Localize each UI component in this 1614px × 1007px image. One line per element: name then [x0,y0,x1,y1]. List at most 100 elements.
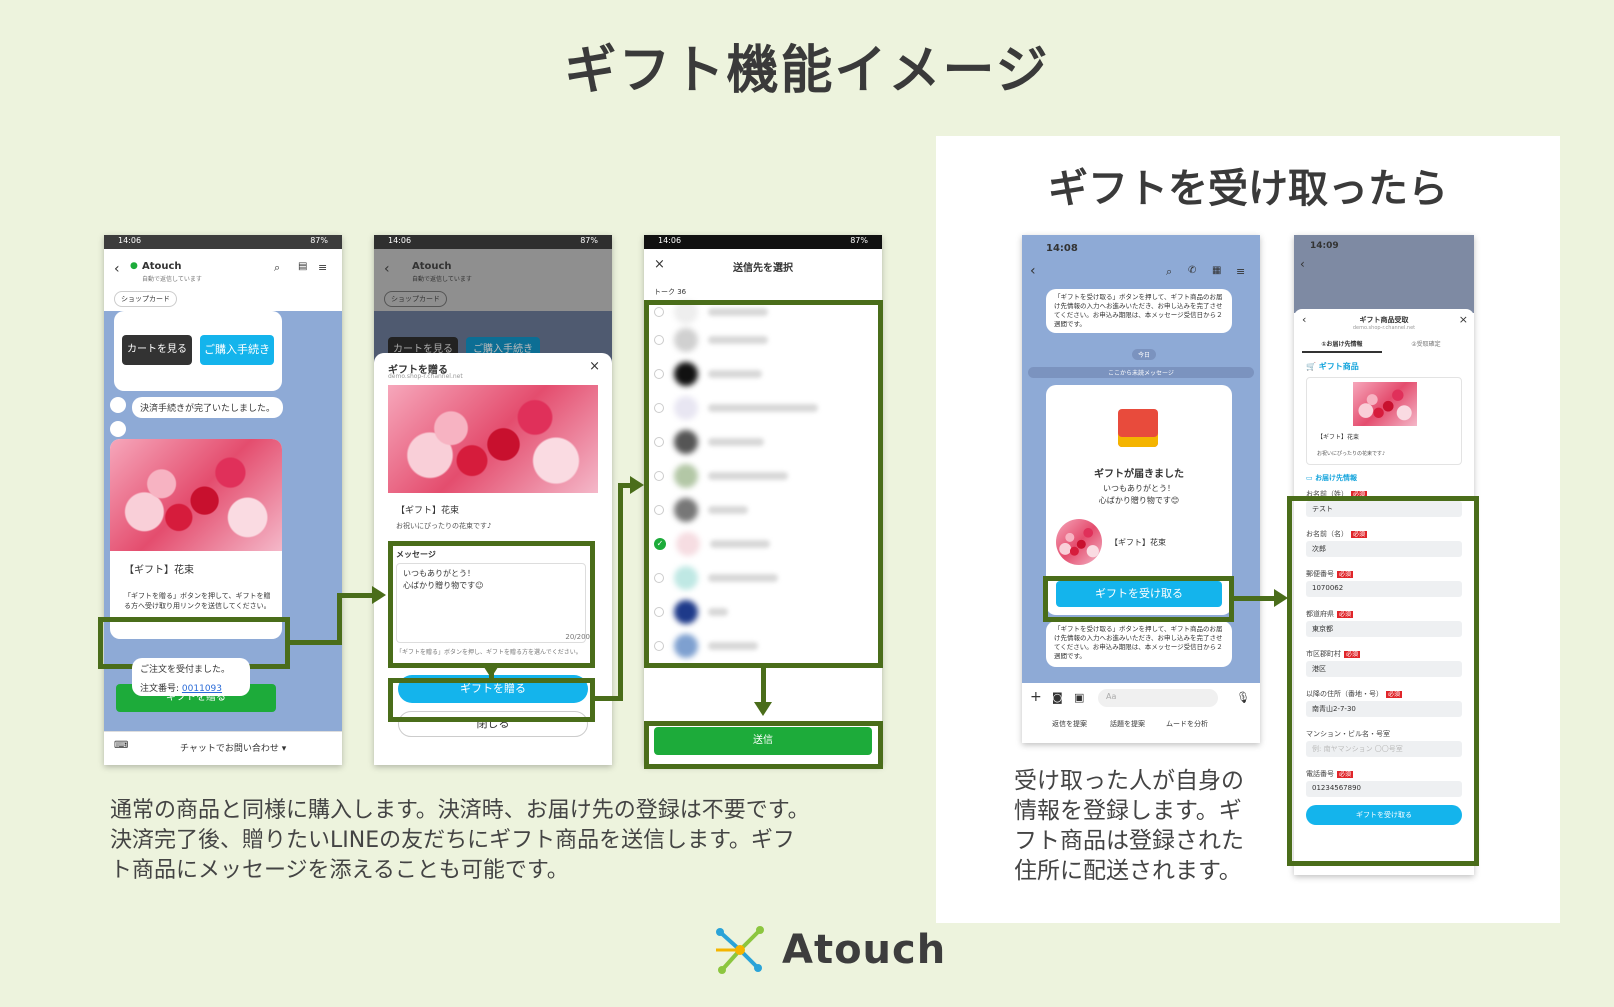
close-icon[interactable]: × [1458,313,1468,326]
send-button[interactable]: 送信 [654,727,872,755]
back-icon[interactable]: ‹ [114,261,120,277]
menu-icon[interactable]: ≡ [1236,265,1246,278]
gift-card: ギフトが届きました いつもありがとう！ 心ばかり贈り物です😊 【ギフト】花束 ギ… [1046,385,1232,615]
form-field-input[interactable]: 南青山2-7-30 [1306,701,1462,717]
recipient-row[interactable] [654,600,872,624]
flow-arrow [595,696,623,701]
checkout-button[interactable]: ご購入手続き [200,335,274,365]
modal-subtitle: demo.shop-r.channel.net [388,373,463,380]
phone-screen-gift-received: 14:08 ‹ ⌕ ✆ ▦ ≡ 「ギフトを受け取る」ボタンを押して、ギフト商品の… [1022,235,1260,743]
message-textarea[interactable]: いつもありがとう！ 心ばかり贈り物です☺ [396,563,586,643]
receive-gift-button[interactable]: ギフトを受け取る [1056,581,1222,607]
tab-delivery-info[interactable]: ①お届け先情報 [1302,339,1382,353]
mic-icon[interactable]: 🎙 [1236,691,1250,704]
recipient-row[interactable] [654,498,872,522]
page-title: ギフト機能イメージ [564,41,1050,101]
bouquet-thumbnail [1056,519,1102,565]
back-icon[interactable]: ‹ [1030,263,1036,279]
ai-chip-3[interactable]: ムードを分析 [1166,720,1208,728]
search-icon[interactable]: ⌕ [274,261,281,274]
flow-arrow [618,483,632,488]
send-hint: 「ギフトを贈る」ボタンを押し、ギフトを贈る方を選んでください。 [396,649,582,656]
message-label: メッセージ [396,550,436,559]
talk-count-label: トーク 36 [654,288,687,296]
order-number-link[interactable]: 0011093 [181,684,223,694]
ai-chip-2[interactable]: 話題を提案 [1110,720,1145,728]
close-icon[interactable]: × [589,359,600,374]
payment-complete-message: 決済手続きが完了いたしました。 [132,397,284,418]
product-title: 【ギフト】花束 [1317,434,1360,441]
form-field-input[interactable]: 東京都 [1306,621,1462,637]
close-button[interactable]: 閉じる [398,711,588,737]
search-icon[interactable]: ⌕ [1166,265,1173,278]
back-icon[interactable]: ‹ [1300,257,1305,271]
ai-chip-1[interactable]: 返信を提案 [1052,720,1087,728]
recipient-row[interactable] [654,566,872,590]
recipient-row[interactable] [654,300,872,324]
bouquet-image [388,385,598,493]
atouch-logo: Atouch [712,924,946,976]
bouquet-image [1353,382,1417,426]
form-field-input[interactable]: 例: 南ヤマンション 〇〇号室 [1306,741,1462,757]
receive-gift-submit-button[interactable]: ギフトを受け取る [1306,805,1462,825]
product-card: 【ギフト】花束 お祝いにぴったりの花束です♪ [1306,377,1462,465]
bouquet-image [110,439,282,551]
form-field-input[interactable]: 01234567890 [1306,781,1462,797]
recipient-row[interactable] [654,464,872,488]
sheet-title: ギフト商品受取 [1359,316,1409,324]
message-input[interactable]: Aa [1098,689,1218,707]
unread-divider: ここから未読メッセージ [1028,367,1254,378]
chat-inquiry-menu[interactable]: チャットでお問い合わせ ▾ [180,744,287,754]
view-cart-button[interactable]: カートを見る [122,335,192,365]
bot-avatar [110,397,126,413]
recipient-row[interactable] [654,362,872,386]
form-field-input[interactable]: 港区 [1306,661,1462,677]
form-field-input[interactable]: 次郎 [1306,541,1462,557]
recipient-row[interactable] [654,430,872,454]
gift-box-icon [1118,409,1158,447]
account-name: Atouch [142,261,182,272]
recipient-list: ✓ [644,300,882,681]
order-received-message: ご注文を受付ました。 注文番号: 0011093 [132,658,250,696]
recipient-row[interactable] [654,396,872,420]
keyboard-icon[interactable]: ⌨ [114,740,129,751]
close-icon[interactable]: × [654,257,665,272]
product-description: お祝いにぴったりの花束です♪ [396,522,492,530]
notes-icon[interactable]: ▤ [298,261,308,272]
logo-text: Atouch [782,927,947,973]
calendar-icon[interactable]: ▦ [1212,265,1222,276]
account-subtitle: 自動で返信しています [142,276,202,283]
screen-header: 送信先を選択 [733,263,793,274]
form-field-label: お名前（名）必須 [1306,530,1368,538]
section-gift-heading: 🛒 ギフト商品 [1306,362,1359,371]
product-title: 【ギフト】花束 [396,506,460,516]
flow-arrow-head [1274,589,1288,607]
character-counter: 20/200 [565,633,590,641]
phone-icon[interactable]: ✆ [1188,265,1197,276]
shop-card-chip[interactable]: ショップカード [384,291,447,307]
shop-card-chip[interactable]: ショップカード [114,291,177,307]
flow-arrow [290,640,342,645]
back-icon[interactable]: ‹ [1302,313,1307,326]
product-instruction: 「ギフトを贈る」ボタンを押して、ギフトを贈る方へ受け取り用リンクを送信してくださ… [124,592,271,610]
menu-icon[interactable]: ≡ [318,261,328,274]
atouch-logo-icon [716,926,764,974]
image-icon[interactable]: ▣ [1074,691,1085,704]
form-field-input[interactable]: テスト [1306,501,1462,517]
recipient-row[interactable] [654,328,872,352]
form-field-label: 郵便番号必須 [1306,570,1354,578]
back-icon[interactable]: ‹ [384,261,390,277]
gift-card-title: ギフトが届きました [1094,469,1184,480]
sheet-subtitle: demo.shop-r.channel.net [1352,325,1416,331]
recipient-row-selected[interactable]: ✓ [654,532,872,556]
camera-icon[interactable]: ◙ [1052,691,1063,704]
receive-description: 受け取った人が自身の 情報を登録します。ギ フト商品は登録された 住所に配送され… [1014,768,1244,884]
product-title: 【ギフト】花束 [124,565,194,576]
add-icon[interactable]: + [1030,689,1042,705]
tab-confirm[interactable]: ②受取確定 [1411,341,1441,348]
account-name: Atouch [412,261,452,272]
form-field-input[interactable]: 1070062 [1306,581,1462,597]
recipient-row[interactable] [654,634,872,658]
